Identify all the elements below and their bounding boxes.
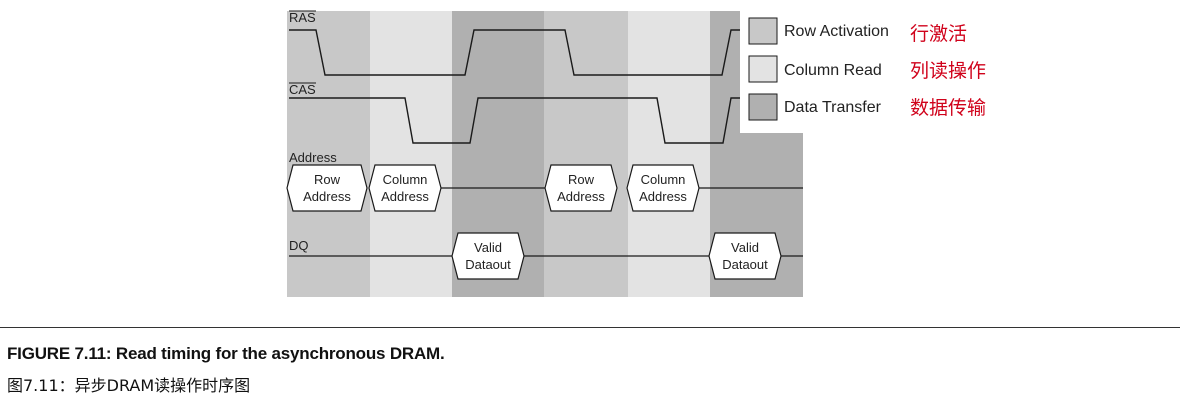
- legend-label-column-read: Column Read: [784, 62, 882, 79]
- valid-dataout-1-line1: Valid: [474, 240, 502, 255]
- row-address-1-line1: Row: [314, 172, 341, 187]
- legend-swatch-column-read: [748, 55, 778, 83]
- address-bus: Row Address Column Address Row Address C…: [286, 164, 803, 212]
- figure-title: Read timing for the asynchronous DRAM.: [111, 344, 445, 363]
- figure-label: FIGURE 7.11:: [7, 344, 112, 363]
- legend-cn-row-activation: 行激活: [910, 23, 967, 45]
- ras-waveform: [289, 29, 740, 76]
- ras-label: RAS: [289, 10, 316, 25]
- row-address-cell-2: [544, 164, 618, 212]
- valid-dataout-2-line2: Dataout: [722, 257, 768, 272]
- figure-caption-chinese: 图7.11：异步DRAM读操作时序图: [7, 376, 251, 395]
- legend-swatch-data-transfer: [748, 93, 778, 121]
- column-address-2-line2: Address: [639, 189, 687, 204]
- row-address-2-line1: Row: [568, 172, 595, 187]
- legend: Row Activation 行激活 Column Read 列读操作 Data…: [748, 17, 986, 121]
- legend-cn-column-read: 列读操作: [910, 60, 986, 82]
- dram-timing-diagram: RAS CAS Address Row Address Column Addre…: [286, 10, 987, 297]
- legend-cn-data-transfer: 数据传输: [910, 97, 986, 119]
- column-address-2-line1: Column: [641, 172, 686, 187]
- legend-label-data-transfer: Data Transfer: [784, 99, 882, 116]
- column-address-1-line2: Address: [381, 189, 429, 204]
- dq-bus: Valid Dataout Valid Dataout: [289, 232, 803, 280]
- row-address-cell-1: [286, 164, 368, 212]
- legend-label-row-activation: Row Activation: [784, 23, 889, 40]
- figure-caption: FIGURE 7.11: Read timing for the asynchr…: [7, 344, 445, 364]
- row-address-1-line2: Address: [303, 189, 351, 204]
- cas-waveform: [289, 97, 740, 144]
- phase-bands: [287, 11, 803, 297]
- address-label: Address: [289, 150, 337, 165]
- valid-dataout-1-line2: Dataout: [465, 257, 511, 272]
- caption-rule: [0, 327, 1180, 328]
- row-address-2-line2: Address: [557, 189, 605, 204]
- band-column-read-1: [370, 11, 452, 297]
- valid-dataout-2-line1: Valid: [731, 240, 759, 255]
- band-row-activation-2: [544, 11, 628, 297]
- column-address-1-line1: Column: [383, 172, 428, 187]
- cas-label: CAS: [289, 82, 316, 97]
- legend-swatch-row-activation: [748, 17, 778, 45]
- dq-label: DQ: [289, 238, 309, 253]
- band-column-read-2: [628, 11, 710, 297]
- band-row-activation-1: [287, 11, 370, 297]
